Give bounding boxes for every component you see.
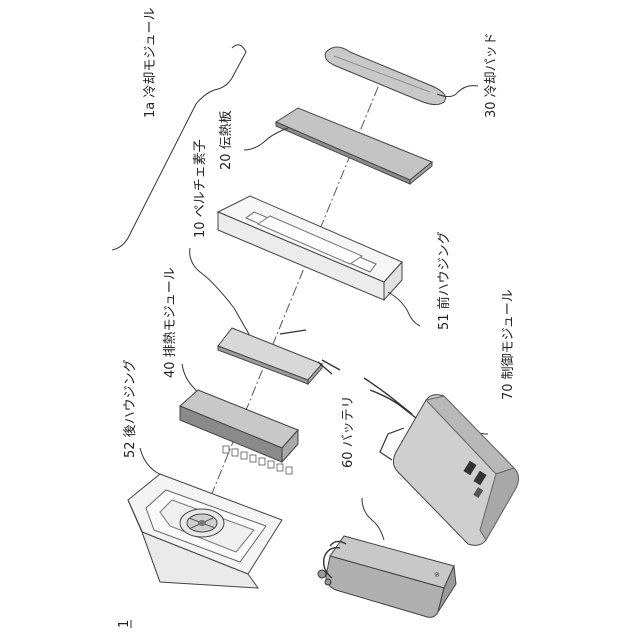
label-control-module: 70 制御モジュール <box>501 289 516 400</box>
front-housing-leader <box>388 292 420 326</box>
label-cooling-pad: 30 冷却パッド <box>484 32 499 118</box>
battery-connector <box>318 570 326 578</box>
battery-leader <box>362 498 384 540</box>
rear-housing-leader <box>140 448 170 480</box>
label-battery: 60 バッテリ <box>341 395 356 468</box>
label-rear-housing: 52 後ハウジング <box>123 359 138 458</box>
figure-number-label: 1 <box>117 620 132 628</box>
label-peltier: 10 ペルチェ素子 <box>193 139 208 238</box>
heat-transfer-plate-leader <box>244 128 288 150</box>
label-heat-transfer-plate: 20 伝熱板 <box>219 110 234 170</box>
front-housing <box>218 196 402 300</box>
heat-transfer-plate <box>276 108 432 184</box>
peltier-wire <box>280 330 306 334</box>
cooling-pad <box>325 47 445 105</box>
control-module <box>364 378 519 545</box>
battery-connector <box>325 579 331 585</box>
peltier-element <box>218 328 340 384</box>
control-wire <box>370 390 416 418</box>
label-cooling-module: 1a 冷却モジュール <box>143 8 158 118</box>
peltier-leader <box>190 248 250 336</box>
rear-housing <box>128 474 282 588</box>
heat-exhaust-module <box>180 390 298 474</box>
battery: ⊕ <box>318 536 456 617</box>
label-front-housing: 51 前ハウジング <box>436 231 452 330</box>
label-heat-exhaust-module: 40 排熱モジュール <box>163 267 178 378</box>
